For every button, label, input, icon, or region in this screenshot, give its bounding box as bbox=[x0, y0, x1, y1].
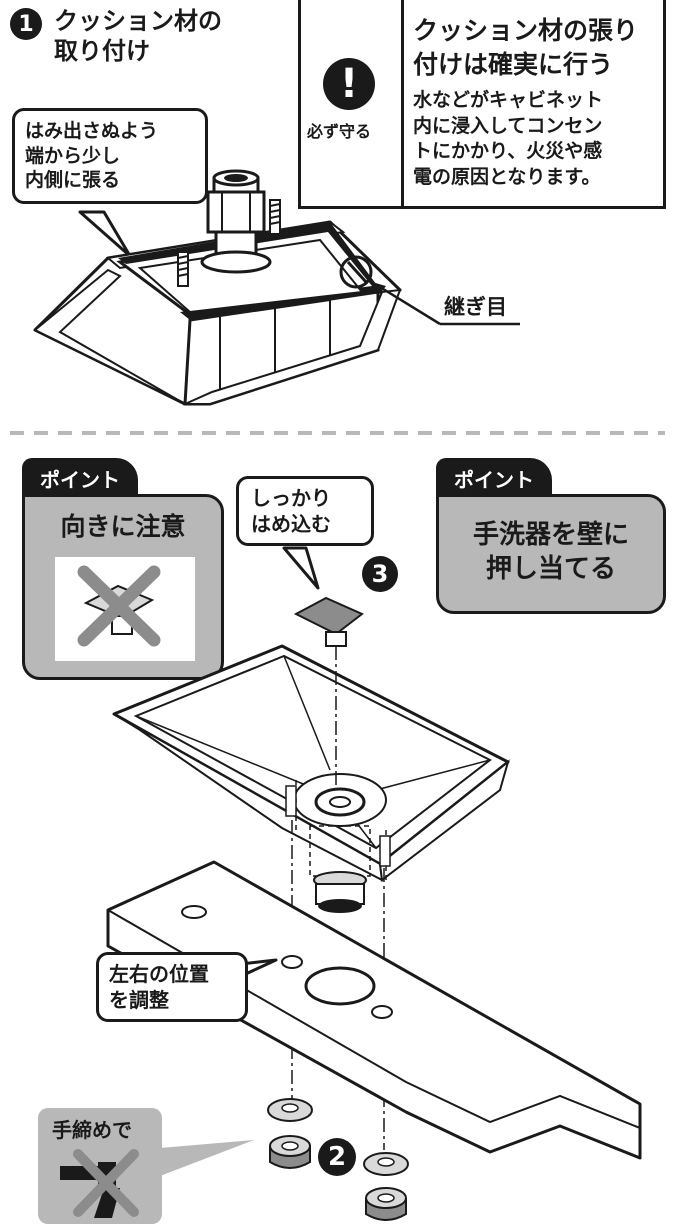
point2-card: 手洗器を壁に 押し当てる bbox=[436, 494, 666, 614]
caution-left-cell: ! 必ず守る bbox=[301, 0, 404, 206]
step2-number: 2 bbox=[318, 1138, 356, 1176]
step1-number: 1 bbox=[10, 8, 42, 40]
caution-body: 水などがキャビネット 内に浸入してコンセン トにかかり、火災や感 電の原因となり… bbox=[413, 89, 604, 188]
edge-callout: はみ出さぬよう 端から少し 内側に張る bbox=[12, 108, 208, 205]
point2-title: 手洗器を壁に 押し当てる bbox=[472, 520, 629, 584]
no-tool-icon bbox=[60, 1149, 139, 1218]
press-callout: しっかり はめ込む bbox=[236, 476, 374, 546]
section-divider bbox=[10, 431, 665, 435]
step3-number: 3 bbox=[362, 556, 398, 592]
hand-tighten-label: 手締めで bbox=[52, 1118, 132, 1142]
exclamation-icon: ! bbox=[323, 58, 375, 110]
caution-box: ! 必ず守る クッション材の張り 付けは確実に行う 水などがキャビネット 内に浸… bbox=[298, 0, 666, 209]
caution-heading: クッション材の張り 付けは確実に行う bbox=[413, 16, 639, 79]
must-follow-badge: 必ず守る bbox=[307, 122, 372, 141]
point2-tab: ポイント bbox=[436, 458, 552, 499]
cushion-cabinet-drawing bbox=[33, 169, 520, 406]
step1-title: クッション材の 取り付け bbox=[54, 7, 222, 65]
hand-tighten-box: 手締めで bbox=[38, 1108, 162, 1224]
position-callout: 左右の位置 を調整 bbox=[96, 952, 248, 1022]
point1-tab: ポイント bbox=[22, 458, 138, 499]
point1-title: 向きに注意 bbox=[60, 512, 186, 541]
seam-label: 継ぎ目 bbox=[444, 295, 507, 319]
